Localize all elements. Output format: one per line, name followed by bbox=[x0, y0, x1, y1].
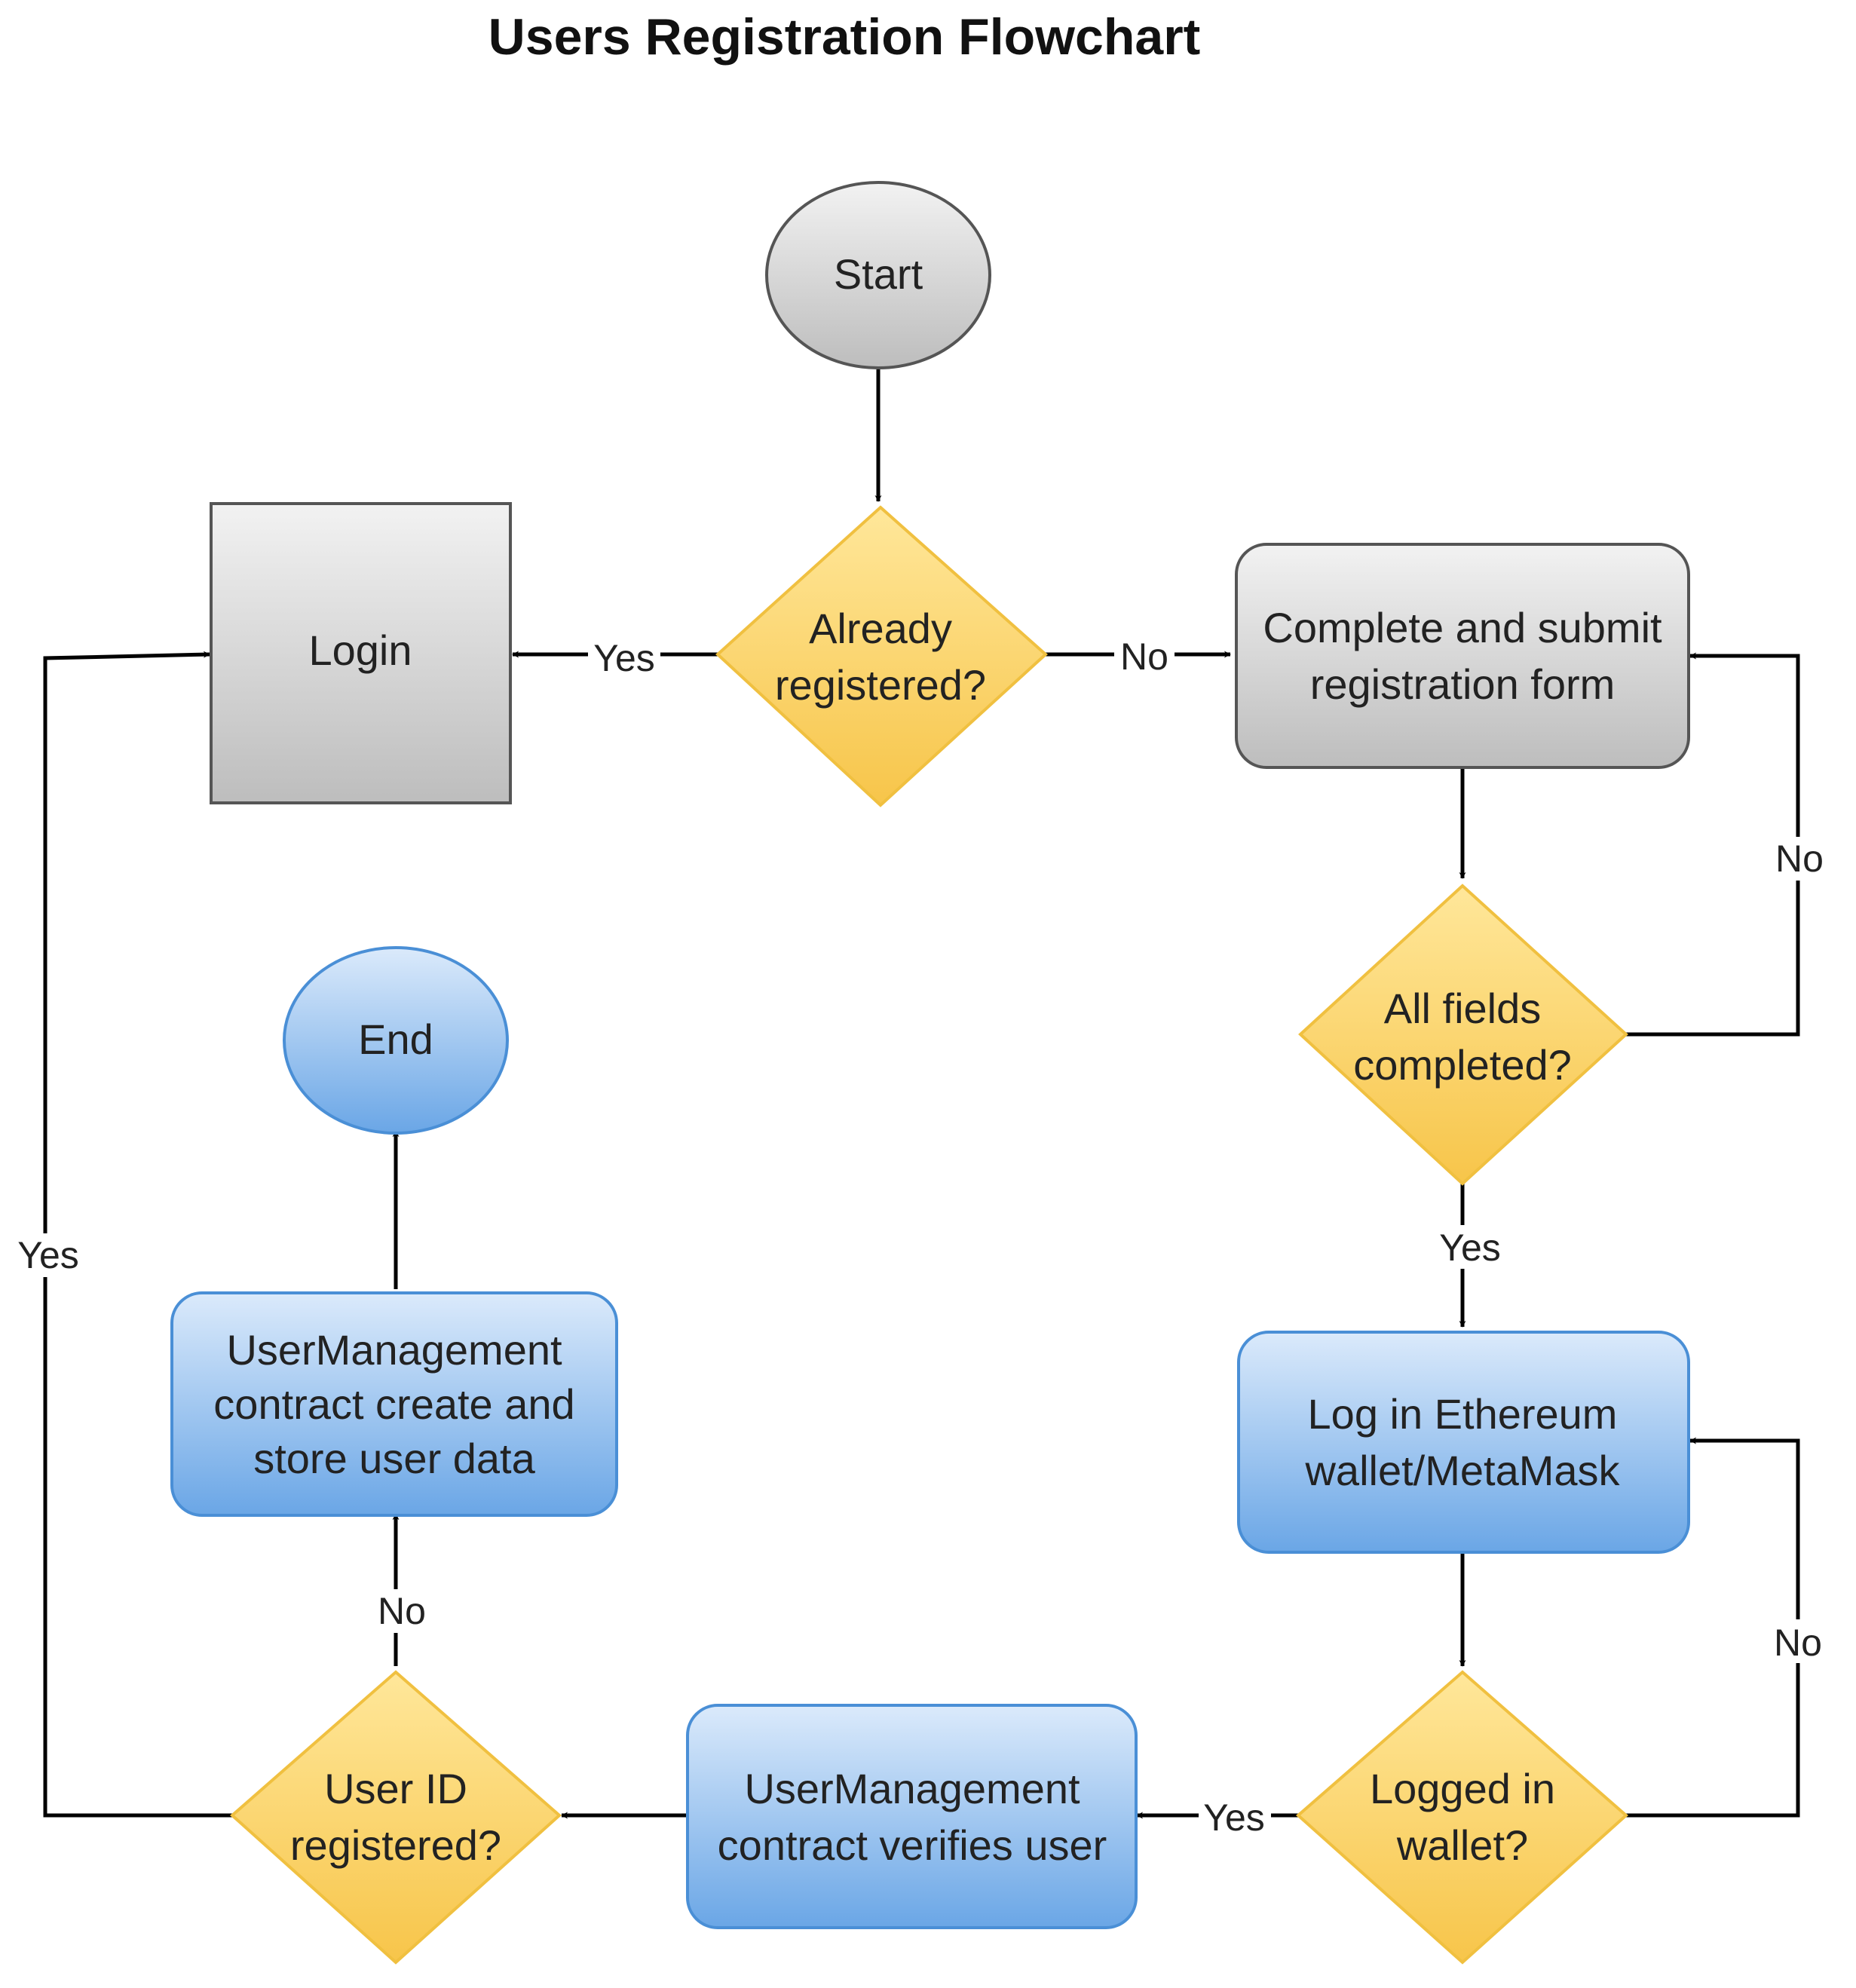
node-all-fields: All fields completed? bbox=[1298, 884, 1628, 1186]
node-user-id-registered-line1: User ID bbox=[324, 1765, 467, 1812]
node-create-store-line2: contract create and bbox=[213, 1380, 574, 1428]
edge-labels: Yes No No Yes No Yes No Yes bbox=[9, 635, 1826, 1839]
edge-label-wallet-no: No bbox=[1774, 1622, 1822, 1664]
node-log-in-wallet: Log in Ethereum wallet/MetaMask bbox=[1237, 1331, 1690, 1554]
edge-label-fields-yes: Yes bbox=[1439, 1227, 1501, 1269]
node-end: End bbox=[283, 946, 509, 1135]
node-create-store: UserManagement contract create and store… bbox=[170, 1291, 618, 1517]
node-create-store-line1: UserManagement bbox=[226, 1326, 562, 1374]
node-already-registered-line2: registered? bbox=[775, 661, 986, 709]
edge-label-already-yes: Yes bbox=[593, 637, 655, 679]
node-all-fields-line2: completed? bbox=[1353, 1041, 1572, 1089]
node-start-label: Start bbox=[834, 250, 923, 298]
node-login-label: Login bbox=[308, 626, 412, 674]
node-verifies-user-line1: UserManagement bbox=[744, 1765, 1080, 1812]
node-login: Login bbox=[210, 502, 512, 804]
node-verifies-user-line2: contract verifies user bbox=[718, 1821, 1107, 1869]
node-registration-form: Complete and submit registration form bbox=[1235, 543, 1690, 769]
node-log-in-wallet-line2: wallet/MetaMask bbox=[1304, 1447, 1620, 1494]
edge-label-already-no: No bbox=[1120, 636, 1168, 678]
node-logged-in-wallet: Logged in wallet? bbox=[1295, 1670, 1629, 1965]
edge-label-userid-no: No bbox=[378, 1590, 426, 1632]
edge-label-userid-yes: Yes bbox=[17, 1234, 79, 1276]
node-already-registered-line1: Already bbox=[809, 605, 952, 652]
node-registration-form-line1: Complete and submit bbox=[1263, 604, 1662, 651]
node-all-fields-line1: All fields bbox=[1384, 985, 1542, 1032]
node-log-in-wallet-line1: Log in Ethereum bbox=[1308, 1390, 1618, 1438]
edge-label-fields-no: No bbox=[1775, 838, 1824, 880]
node-verifies-user: UserManagement contract verifies user bbox=[686, 1704, 1138, 1929]
node-start: Start bbox=[765, 181, 991, 369]
node-end-label: End bbox=[358, 1015, 433, 1063]
node-create-store-line3: store user data bbox=[253, 1435, 535, 1482]
node-already-registered: Already registered? bbox=[715, 505, 1048, 807]
node-user-id-registered: User ID registered? bbox=[229, 1670, 562, 1965]
node-user-id-registered-line2: registered? bbox=[290, 1821, 501, 1869]
node-registration-form-line2: registration form bbox=[1310, 660, 1616, 708]
node-logged-in-wallet-line2: wallet? bbox=[1396, 1821, 1528, 1869]
node-logged-in-wallet-line1: Logged in bbox=[1370, 1765, 1555, 1812]
diagram-title: Users Registration Flowchart bbox=[489, 8, 1201, 66]
edge-label-wallet-yes: Yes bbox=[1203, 1797, 1265, 1839]
